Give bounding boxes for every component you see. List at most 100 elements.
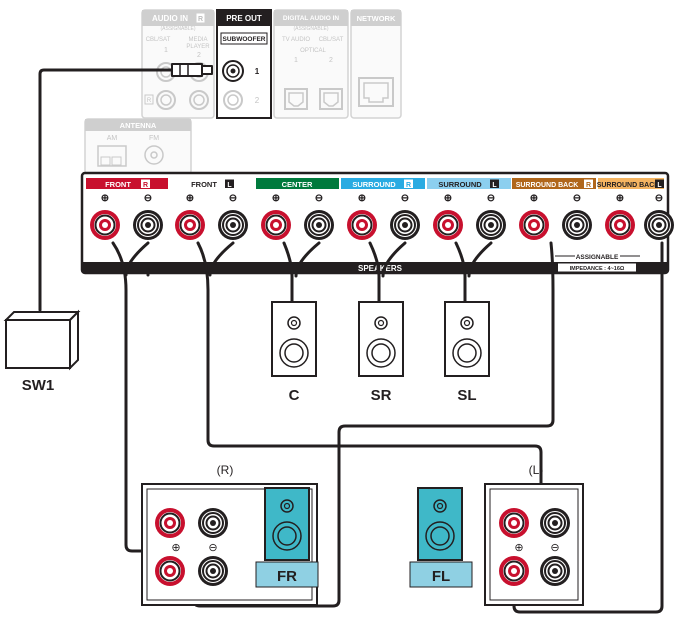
minus-sign: ⊖ [487, 193, 495, 204]
optical-port-2 [319, 88, 343, 110]
fl-upper-plus [498, 507, 530, 539]
channel-header-front-r [86, 178, 168, 189]
channel-label-surround-r: SURROUND [352, 180, 396, 189]
terminal-surround-back-l-minus [643, 209, 675, 241]
plus-sign: ⊕ [444, 193, 452, 204]
plus-sign: ⊕ [186, 193, 194, 204]
cables [38, 63, 664, 614]
front-left-label: FL [432, 568, 450, 585]
channel-label-surround-back-r: SURROUND BACK [516, 182, 579, 189]
audio-in-r-mark: R [147, 98, 152, 104]
terminal-surround-l-minus [475, 209, 507, 241]
antenna-am: AM [107, 135, 118, 142]
terminal-front-l-minus [217, 209, 249, 241]
front-left-unit: (L) ⊕ ⊖ FL [409, 463, 584, 606]
terminal-center-plus [260, 209, 292, 241]
digital-col1: TV AUDIO [282, 37, 310, 43]
svg-text:R: R [586, 182, 591, 189]
subwoofer: SW1 [3, 309, 81, 394]
network-port [358, 77, 394, 107]
channel-header-center [256, 178, 339, 189]
audio-in-sub: (ASSIGNABLE) [160, 26, 195, 32]
fr-lower-minus [197, 555, 229, 587]
svg-text:R: R [143, 182, 148, 189]
center-label: C [289, 387, 300, 404]
impedance-label: IMPEDANCE : 4~16Ω [570, 266, 625, 272]
speaker-panel: SPEAKERS IMPEDANCE : 4~16Ω ASSIGNABLE FR… [80, 171, 675, 275]
plus-sign: ⊕ [272, 193, 280, 204]
front-right-label: FR [277, 568, 297, 585]
terminal-surround-back-r-plus [518, 209, 550, 241]
fr-upper-plus [154, 507, 186, 539]
speaker-surround-left: SL [444, 301, 490, 404]
channel-header-surround-l [427, 178, 511, 189]
terminal-front-l-plus [174, 209, 206, 241]
channel-label-center: CENTER [282, 180, 313, 189]
front-l-plus-cable [196, 241, 543, 525]
top-panel: AUDIO IN R (ASSIGNABLE) CBL/SAT MEDIA PL… [84, 9, 402, 175]
fr-lower-plus [154, 555, 186, 587]
speakers-label: SPEAKERS [358, 264, 403, 273]
minus-sign: ⊖ [401, 193, 409, 204]
left-mark: (L) [529, 463, 544, 477]
audio-in-num1: 1 [164, 47, 168, 54]
audio-in-col2b: PLAYER [186, 44, 210, 50]
channel-label-front-r: FRONT [105, 180, 131, 189]
minus-sign: ⊖ [655, 193, 663, 204]
subwoofer-label: SW1 [22, 377, 55, 394]
surround-l-cable [454, 241, 467, 304]
channel-header-surround-back-l [598, 178, 664, 189]
minus-sign: ⊖ [315, 193, 323, 204]
audio-in-num2: 2 [197, 52, 201, 59]
surround-left-label: SL [457, 387, 476, 404]
speaker-surround-right: SR [358, 301, 404, 404]
speaker-panel-bar [82, 262, 668, 273]
fl-lower-minus [539, 555, 571, 587]
network-title: NETWORK [357, 14, 396, 23]
pre-out-subwoofer-label: SUBWOOFER [223, 36, 266, 43]
terminal-front-r-plus [89, 209, 121, 241]
plus-sign: ⊕ [616, 193, 624, 204]
assignable-label: ASSIGNABLE [576, 254, 619, 261]
pre-out-num2: 2 [255, 96, 260, 105]
audio-in-col2a: MEDIA [188, 37, 207, 43]
terminal-surround-r-plus [346, 209, 378, 241]
digital-audio-in-sub: (ASSIGNABLE) [293, 26, 328, 32]
pre-out-title: PRE OUT [226, 14, 262, 23]
digital-num2: 2 [329, 57, 333, 64]
front-right-unit: (R) ⊕ ⊖ FR [141, 463, 319, 606]
fr-speaker-box [264, 487, 310, 561]
pre-out-section [216, 9, 272, 119]
front-l-minus-cable [512, 241, 664, 614]
plus-sign: ⊕ [101, 193, 109, 204]
minus-sign: ⊖ [573, 193, 581, 204]
terminal-surround-back-r-minus [561, 209, 593, 241]
pre-out-num1: 1 [255, 67, 260, 76]
fm-terminal [144, 145, 164, 165]
fl-upper-minus [539, 507, 571, 539]
channel-label-surround-back-l: SURROUND BACK [597, 182, 660, 189]
digital-audio-in-title: DIGITAL AUDIO IN [283, 15, 340, 22]
digital-optical: OPTICAL [300, 48, 326, 54]
plus-sign: ⊕ [358, 193, 366, 204]
svg-text:L: L [492, 182, 497, 189]
fr-upper-minus [197, 507, 229, 539]
minus-sign: ⊖ [229, 193, 237, 204]
rca-plug [171, 63, 203, 77]
minus-sign: ⊖ [144, 193, 152, 204]
right-mark: (R) [217, 463, 234, 477]
svg-text:R: R [406, 182, 411, 189]
channel-label-front-l: FRONT [191, 180, 217, 189]
surround-right-label: SR [371, 387, 392, 404]
svg-text:L: L [657, 182, 662, 189]
plus-sign: ⊕ [530, 193, 538, 204]
channel-header-surround-r [341, 178, 425, 189]
am-terminal [97, 145, 127, 167]
terminal-surround-r-minus [389, 209, 421, 241]
fr-plus-sign: ⊕ [171, 542, 180, 554]
subwoofer-cable [38, 68, 207, 312]
antenna-fm: FM [149, 135, 159, 142]
fl-speaker-box [417, 487, 463, 561]
channel-label-surround-l: SURROUND [438, 180, 482, 189]
